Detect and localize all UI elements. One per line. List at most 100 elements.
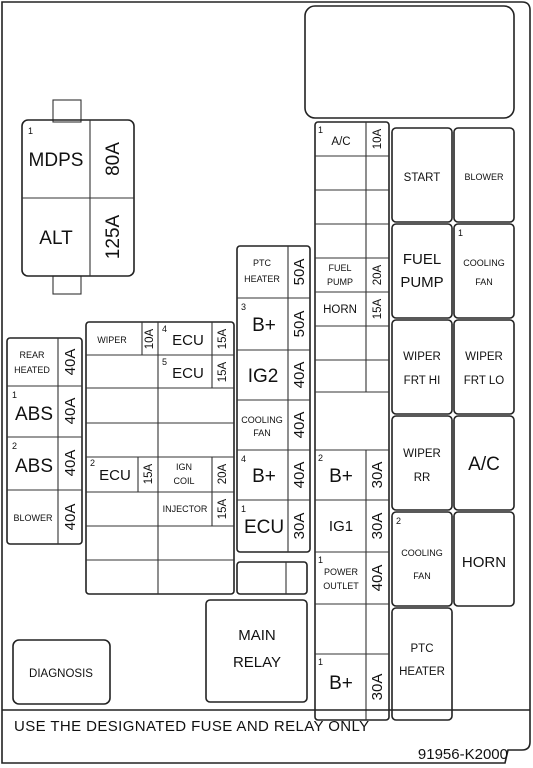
ig2-amperage: 40A — [291, 362, 308, 389]
part-number: 91956-K2000 — [418, 746, 508, 763]
alt-amperage: 125A — [103, 214, 124, 259]
bplus1-amperage: 30A — [369, 674, 386, 701]
power-outlet-label-2: OUTLET — [323, 581, 359, 591]
main-relay-label-2: RELAY — [233, 654, 281, 671]
abs1-amperage: 40A — [62, 398, 79, 425]
relay-grid: START BLOWER FUEL PUMP 1 COOLING FAN WIP… — [391, 127, 515, 721]
bplus2-amperage: 30A — [369, 462, 386, 489]
mini-fuse-grid: WIPER 10A 4 ECU 15A 5 ECU 15A 2 ECU 15A … — [85, 321, 235, 595]
wiper-rr-relay-label-2: RR — [414, 472, 431, 484]
fuel-pump-relay-label-2: PUMP — [400, 274, 443, 291]
bplus1-number: 1 — [318, 657, 323, 667]
bplus1-label: B+ — [329, 673, 353, 694]
cooling-fan-fuse-amperage: 40A — [291, 412, 308, 439]
wiper-frt-lo-relay-label-1: WIPER — [465, 351, 503, 363]
diagnosis-label: DIAGNOSIS — [29, 668, 93, 680]
wiper-mini-label: WIPER — [97, 335, 127, 345]
mdps-label: MDPS — [29, 150, 84, 171]
blower-relay-label: BLOWER — [464, 172, 504, 182]
horn-relay-label: HORN — [462, 554, 506, 571]
injector-amperage: 15A — [217, 498, 229, 519]
ptc-heater-fuse-amperage: 50A — [291, 259, 308, 286]
ecu4-amperage: 15A — [217, 328, 229, 349]
ecu5-amperage: 15A — [217, 361, 229, 382]
ign-coil-label-1: IGN — [176, 462, 192, 472]
fuel-pump-relay-label-1: FUEL — [403, 251, 441, 268]
ac-fuse-number: 1 — [318, 125, 323, 135]
abs2-number: 2 — [12, 441, 17, 451]
ecu2-amperage: 15A — [143, 463, 155, 484]
bplus2-label: B+ — [329, 466, 353, 487]
cooling-fan1-relay-label-2: FAN — [475, 277, 493, 287]
blower-amperage: 40A — [62, 504, 79, 531]
abs1-label: ABS — [15, 404, 53, 425]
abs1-number: 1 — [12, 390, 17, 400]
cooling-fan2-relay-label-2: FAN — [413, 571, 431, 581]
mdps-number: 1 — [28, 126, 33, 136]
cooling-fan1-relay-label-1: COOLING — [463, 258, 505, 268]
ptc-heater-relay-label-2: HEATER — [399, 666, 445, 678]
cooling-fan-fuse-label-1: COOLING — [241, 415, 283, 425]
ac-fuse-amperage: 10A — [372, 128, 384, 149]
ecu4-label: ECU — [172, 332, 204, 349]
fuel-pump-fuse-label-2: PUMP — [327, 277, 353, 287]
fuel-pump-fuse-amperage: 20A — [372, 264, 384, 285]
injector-label: INJECTOR — [163, 504, 208, 514]
center-fuse-column: PTC HEATER 50A 3 B+ 50A IG2 40A COOLING … — [236, 245, 311, 553]
abs2-label: ABS — [15, 456, 53, 477]
main-relay: MAIN RELAY — [205, 599, 308, 703]
ptc-heater-relay-label-1: PTC — [411, 643, 434, 655]
ig1-label: IG1 — [329, 518, 353, 535]
diagnosis-connector: DIAGNOSIS — [12, 639, 111, 705]
rear-heated-label-2: HEATED — [14, 365, 50, 375]
wiper-mini-amperage: 10A — [144, 328, 156, 349]
wiper-frt-lo-relay-label-2: FRT LO — [464, 375, 505, 387]
ac-fuse-label: A/C — [331, 136, 350, 148]
cooling-fan2-relay-number: 2 — [396, 516, 401, 526]
alt-label: ALT — [39, 228, 73, 249]
cooling-fan2-relay-label-1: COOLING — [401, 548, 443, 558]
bplus4-number: 4 — [241, 454, 246, 464]
rear-heated-label-1: REAR — [19, 350, 45, 360]
left-fuse-column: REAR HEATED 40A 1 ABS 40A 2 ABS 40A BLOW… — [6, 337, 83, 545]
ecu2-number: 2 — [90, 458, 95, 468]
bplus4-label: B+ — [252, 466, 276, 487]
blower-label: BLOWER — [13, 513, 53, 523]
ecu1-label: ECU — [244, 517, 284, 538]
ign-coil-label-2: COIL — [173, 476, 194, 486]
wiper-frt-hi-relay-label-2: FRT HI — [404, 375, 441, 387]
fuel-pump-fuse-label-1: FUEL — [328, 263, 351, 273]
ecu2-label: ECU — [99, 467, 131, 484]
power-outlet-number: 1 — [318, 555, 323, 565]
abs2-amperage: 40A — [62, 450, 79, 477]
ptc-heater-fuse-label-2: HEATER — [244, 274, 280, 284]
bplus3-label: B+ — [252, 315, 276, 336]
bplus2-number: 2 — [318, 453, 323, 463]
power-outlet-amperage: 40A — [369, 565, 386, 592]
wiper-rr-relay-label-1: WIPER — [403, 448, 441, 460]
ecu1-amperage: 30A — [291, 513, 308, 540]
ecu5-label: ECU — [172, 365, 204, 382]
horn-fuse-label: HORN — [323, 304, 357, 316]
ign-coil-amperage: 20A — [217, 463, 229, 484]
start-relay-label: START — [404, 172, 441, 184]
ecu4-number: 4 — [162, 324, 167, 334]
ig2-label: IG2 — [248, 366, 279, 387]
ac-relay-label: A/C — [468, 454, 500, 475]
bplus4-amperage: 40A — [291, 462, 308, 489]
ecu5-number: 5 — [162, 357, 167, 367]
spare-slot — [236, 561, 308, 595]
bplus3-number: 3 — [241, 302, 246, 312]
mdps-amperage: 80A — [103, 142, 124, 176]
cooling-fan-fuse-label-2: FAN — [253, 428, 271, 438]
ecu1-number: 1 — [241, 504, 246, 514]
right-fuse-column: 1 A/C 10A FUEL PUMP 20A HORN 15A 2 B+ 30… — [314, 121, 390, 721]
ptc-heater-fuse-label-1: PTC — [253, 258, 272, 268]
mdps-alt-block: 1 MDPS 80A ALT 125A — [21, 99, 135, 295]
rear-heated-amperage: 40A — [62, 349, 79, 376]
ig1-amperage: 30A — [369, 513, 386, 540]
cooling-fan1-relay-number: 1 — [458, 228, 463, 238]
bplus3-amperage: 50A — [291, 311, 308, 338]
